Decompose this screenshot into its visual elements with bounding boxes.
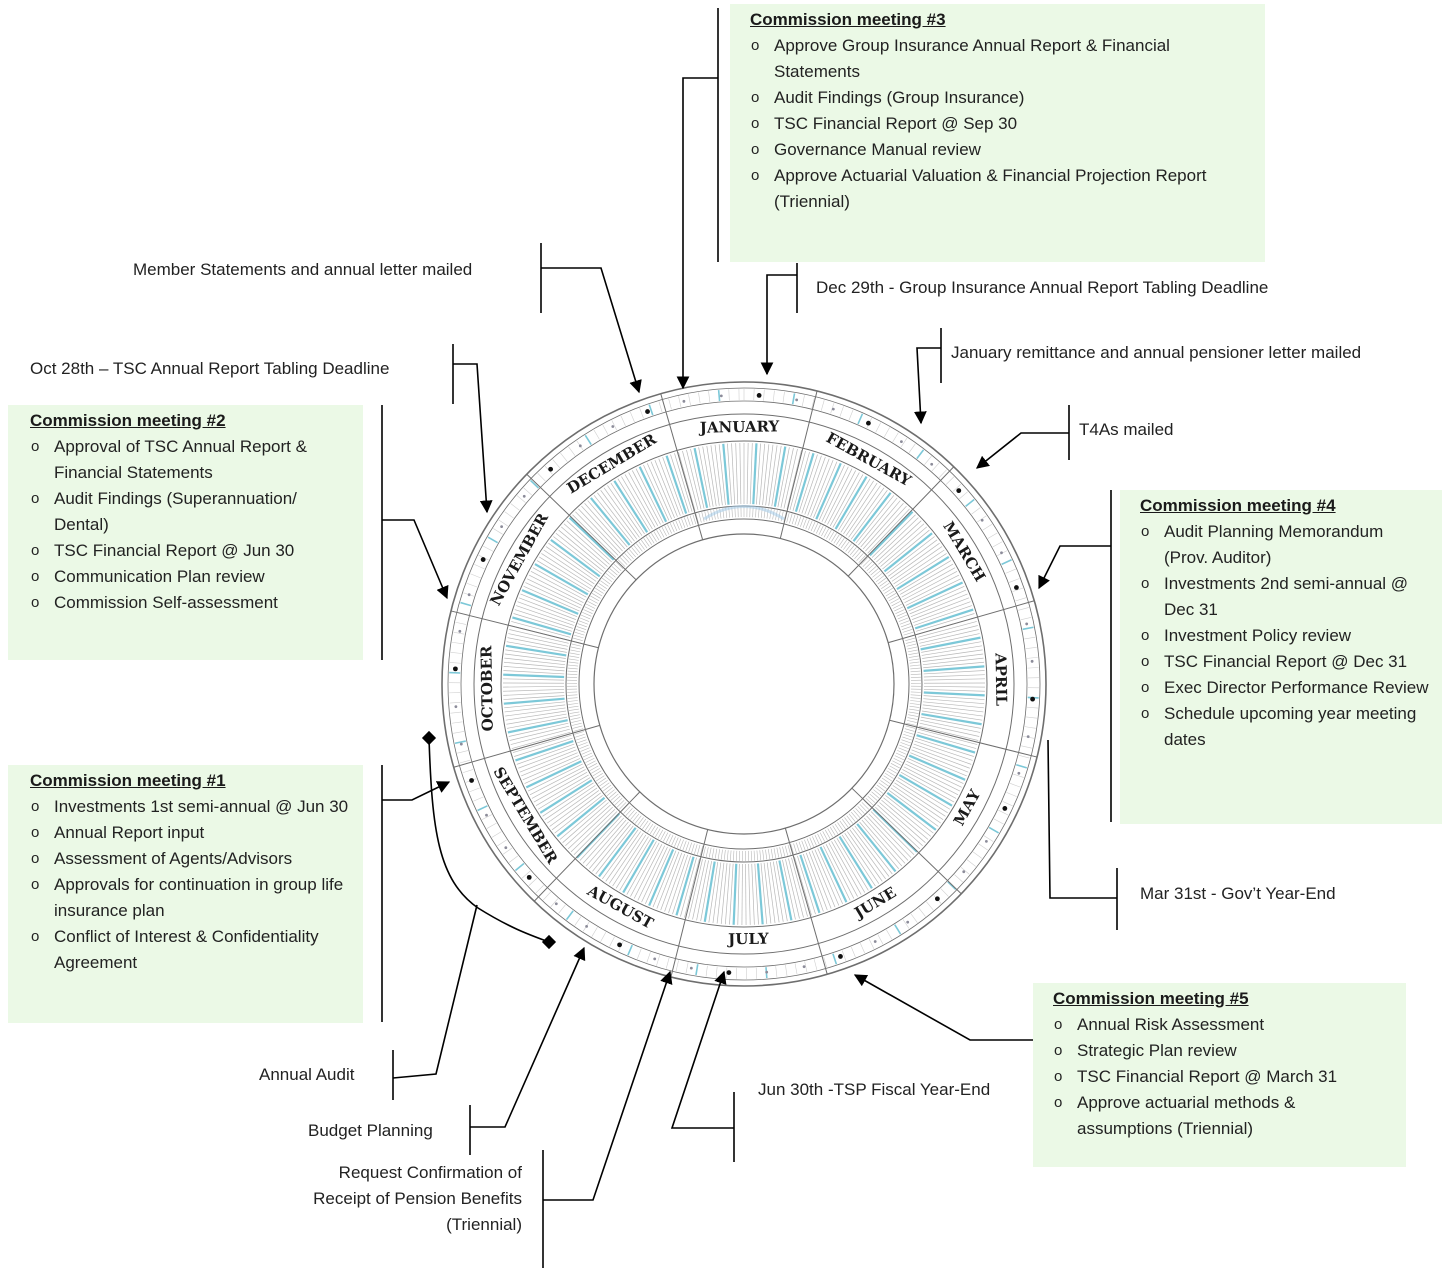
list-item: TSC Financial Report @ Dec 31 (1140, 649, 1430, 675)
month-label-october: OCTOBER (477, 645, 497, 732)
meeting-title: Commission meeting #1 (30, 771, 226, 790)
commission-meeting-5-box: Commission meeting #5 Annual Risk Assess… (1033, 983, 1406, 1167)
list-item: Approve actuarial methods & assumptions … (1053, 1090, 1394, 1142)
january-remittance-label: January remittance and annual pensioner … (951, 343, 1362, 362)
list-item: Strategic Plan review (1053, 1038, 1394, 1064)
month-label-april: APRIL (991, 652, 1010, 707)
commission-meeting-2-box: Commission meeting #2 Approval of TSC An… (8, 405, 363, 660)
list-item: Approve Actuarial Valuation & Financial … (750, 163, 1253, 215)
list-item: Annual Risk Assessment (1053, 1012, 1394, 1038)
meeting-items: Approval of TSC Annual Report & Financia… (30, 434, 351, 616)
list-item: Conflict of Interest & Confidentiality A… (30, 924, 351, 976)
meeting-items: Audit Planning Memorandum (Prov. Auditor… (1140, 519, 1430, 753)
list-item: Investments 2nd semi-annual @ Dec 31 (1140, 571, 1430, 623)
meeting-title: Commission meeting #4 (1140, 496, 1336, 515)
meeting-items: Annual Risk Assessment Strategic Plan re… (1053, 1012, 1394, 1142)
list-item: Audit Findings (Superannuation/ Dental) (30, 486, 351, 538)
month-label-july: JULY (726, 930, 769, 949)
list-item: Commission Self-assessment (30, 590, 351, 616)
list-item: Assessment of Agents/Advisors (30, 846, 351, 872)
jun30-fiscal-year-end-label: Jun 30th -TSP Fiscal Year-End (758, 1080, 991, 1099)
list-item: TSC Financial Report @ March 31 (1053, 1064, 1394, 1090)
oct28-deadline-label: Oct 28th – TSC Annual Report Tabling Dea… (30, 359, 390, 378)
mar31-year-end-label: Mar 31st - Gov’t Year-End (1140, 884, 1336, 903)
meeting-items: Investments 1st semi-annual @ Jun 30 Ann… (30, 794, 351, 976)
commission-meeting-3-box: Commission meeting #3 Approve Group Insu… (730, 4, 1265, 262)
list-item: Audit Planning Memorandum (Prov. Auditor… (1140, 519, 1430, 571)
request-confirmation-label: Request Confirmation of Receipt of Pensi… (313, 1163, 522, 1234)
member-statements-label: Member Statements and annual letter mail… (133, 260, 473, 279)
list-item: Exec Director Performance Review (1140, 675, 1430, 701)
list-item: Approval of TSC Annual Report & Financia… (30, 434, 351, 486)
meeting-title: Commission meeting #2 (30, 411, 226, 430)
dec29-deadline-label: Dec 29th - Group Insurance Annual Report… (816, 278, 1269, 297)
meeting-title: Commission meeting #3 (750, 10, 946, 29)
list-item: Communication Plan review (30, 564, 351, 590)
list-item: TSC Financial Report @ Jun 30 (30, 538, 351, 564)
list-item: Investments 1st semi-annual @ Jun 30 (30, 794, 351, 820)
list-item: Approvals for continuation in group life… (30, 872, 351, 924)
list-item: TSC Financial Report @ Sep 30 (750, 111, 1253, 137)
list-item: Audit Findings (Group Insurance) (750, 85, 1253, 111)
list-item: Governance Manual review (750, 137, 1253, 163)
list-item: Schedule upcoming year meeting dates (1140, 701, 1430, 753)
t4as-mailed-label: T4As mailed (1079, 420, 1174, 439)
day-ticks (449, 389, 1039, 979)
commission-meeting-4-box: Commission meeting #4 Audit Planning Mem… (1120, 490, 1442, 824)
annual-audit-label: Annual Audit (259, 1065, 355, 1084)
list-item: Approve Group Insurance Annual Report & … (750, 33, 1253, 85)
list-item: Annual Report input (30, 820, 351, 846)
budget-planning-label: Budget Planning (308, 1121, 433, 1140)
meeting-title: Commission meeting #5 (1053, 989, 1249, 1008)
list-item: Investment Policy review (1140, 623, 1430, 649)
meeting-items: Approve Group Insurance Annual Report & … (750, 33, 1253, 215)
month-label-january: JANUARY (698, 417, 780, 436)
commission-meeting-1-box: Commission meeting #1 Investments 1st se… (8, 765, 363, 1023)
